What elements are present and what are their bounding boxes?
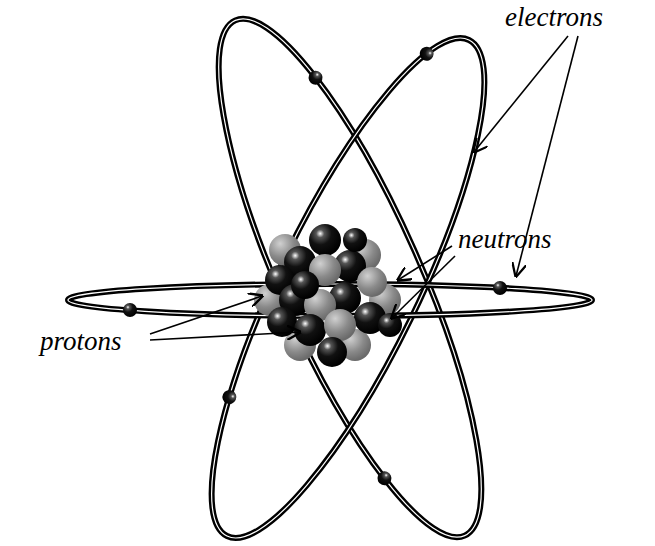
orbit	[164, 9, 532, 546]
leader-line	[150, 36, 578, 340]
part-label: neutrons	[458, 226, 552, 253]
part-label: protons	[40, 328, 122, 355]
nucleus	[254, 224, 402, 367]
part-label: electrons	[505, 4, 603, 31]
orbit	[171, 0, 528, 546]
